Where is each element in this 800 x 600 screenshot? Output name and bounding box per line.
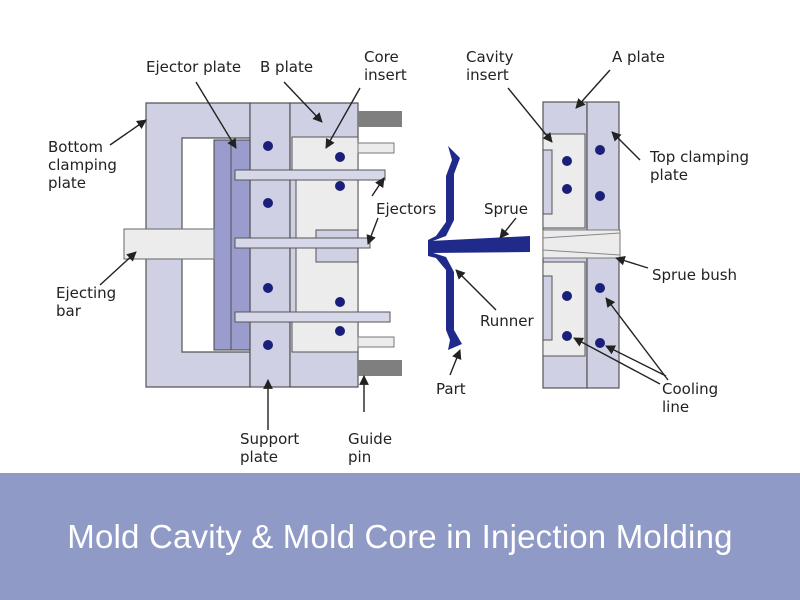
ejecting-bar: [123, 228, 215, 260]
cooling-line-dot: [562, 156, 572, 166]
cavity-insert: [542, 133, 586, 229]
ejector-pin: [234, 237, 371, 249]
label-sprue: Sprue: [484, 200, 528, 218]
arrow-core-insert: [325, 87, 361, 149]
label-cavity-insert: Cavity insert: [466, 48, 518, 84]
ejector-pin: [234, 169, 386, 181]
cooling-line-dot: [335, 297, 345, 307]
injection-mold-diagram: Ejector plate B plate Core insert Cavity…: [48, 48, 754, 466]
label-a-plate: A plate: [612, 48, 665, 66]
label-part: Part: [436, 380, 466, 398]
arrow-top-clamping: [611, 131, 641, 161]
label-ejector-plate: Ejector plate: [146, 58, 241, 76]
arrow-ejector-plate: [195, 81, 237, 149]
arrow-part: [449, 349, 462, 376]
label-b-plate: B plate: [260, 58, 313, 76]
title-banner: Mold Cavity & Mold Core in Injection Mol…: [0, 473, 800, 600]
arrow-bottom-clamping: [109, 119, 147, 146]
guide-pin: [358, 360, 402, 376]
ejector-pin: [234, 311, 391, 323]
cooling-line-dot: [263, 283, 273, 293]
cooling-line-dot: [335, 181, 345, 191]
cooling-line-dot: [595, 338, 605, 348]
sprue-channel: [542, 232, 621, 256]
arrow-ejecting-bar: [99, 251, 137, 286]
label-support-plate: Support plate: [240, 430, 304, 466]
label-cooling-line: Cooling line: [662, 380, 723, 416]
cooling-line-dot: [595, 283, 605, 293]
banner-title: Mold Cavity & Mold Core in Injection Mol…: [67, 517, 733, 555]
cooling-line-dot: [562, 184, 572, 194]
guide-pin: [357, 336, 395, 348]
cooling-line-dot: [263, 340, 273, 350]
cooling-line-dot: [562, 291, 572, 301]
cooling-line-dot: [595, 191, 605, 201]
guide-pin: [358, 111, 402, 127]
cooling-line-dot: [263, 141, 273, 151]
label-runner: Runner: [480, 312, 534, 330]
label-ejecting-bar: Ejecting bar: [56, 284, 121, 320]
arrow-runner: [455, 269, 497, 311]
arrow-cooling-line-2: [573, 337, 661, 385]
arrow-sprue-bush: [615, 255, 649, 269]
arrow-a-plate: [575, 69, 611, 109]
sprue: [430, 236, 530, 253]
label-sprue-bush: Sprue bush: [652, 266, 737, 284]
guide-pin: [357, 142, 395, 154]
arrow-ejectors-2: [366, 217, 379, 245]
arrow-ejectors-1: [371, 177, 385, 197]
label-bottom-clamping-plate: Bottom clamping plate: [48, 138, 122, 192]
cooling-line-dot: [595, 145, 605, 155]
arrow-cooling-line-1: [605, 297, 669, 381]
cooling-line-dot: [335, 326, 345, 336]
label-core-insert: Core insert: [364, 48, 407, 84]
molded-part: [428, 146, 462, 350]
label-ejectors: Ejectors: [376, 200, 436, 218]
arrow-sprue: [499, 217, 517, 239]
label-guide-pin: Guide pin: [348, 430, 397, 466]
arrow-b-plate: [283, 81, 323, 123]
arrow-cooling-line-3: [605, 345, 667, 377]
cooling-line-dot: [335, 152, 345, 162]
label-top-clamping-plate: Top clamping plate: [649, 148, 754, 184]
cavity-insert: [542, 261, 586, 357]
cooling-line-dot: [562, 331, 572, 341]
cooling-line-dot: [263, 198, 273, 208]
arrow-cavity-insert: [507, 87, 553, 143]
